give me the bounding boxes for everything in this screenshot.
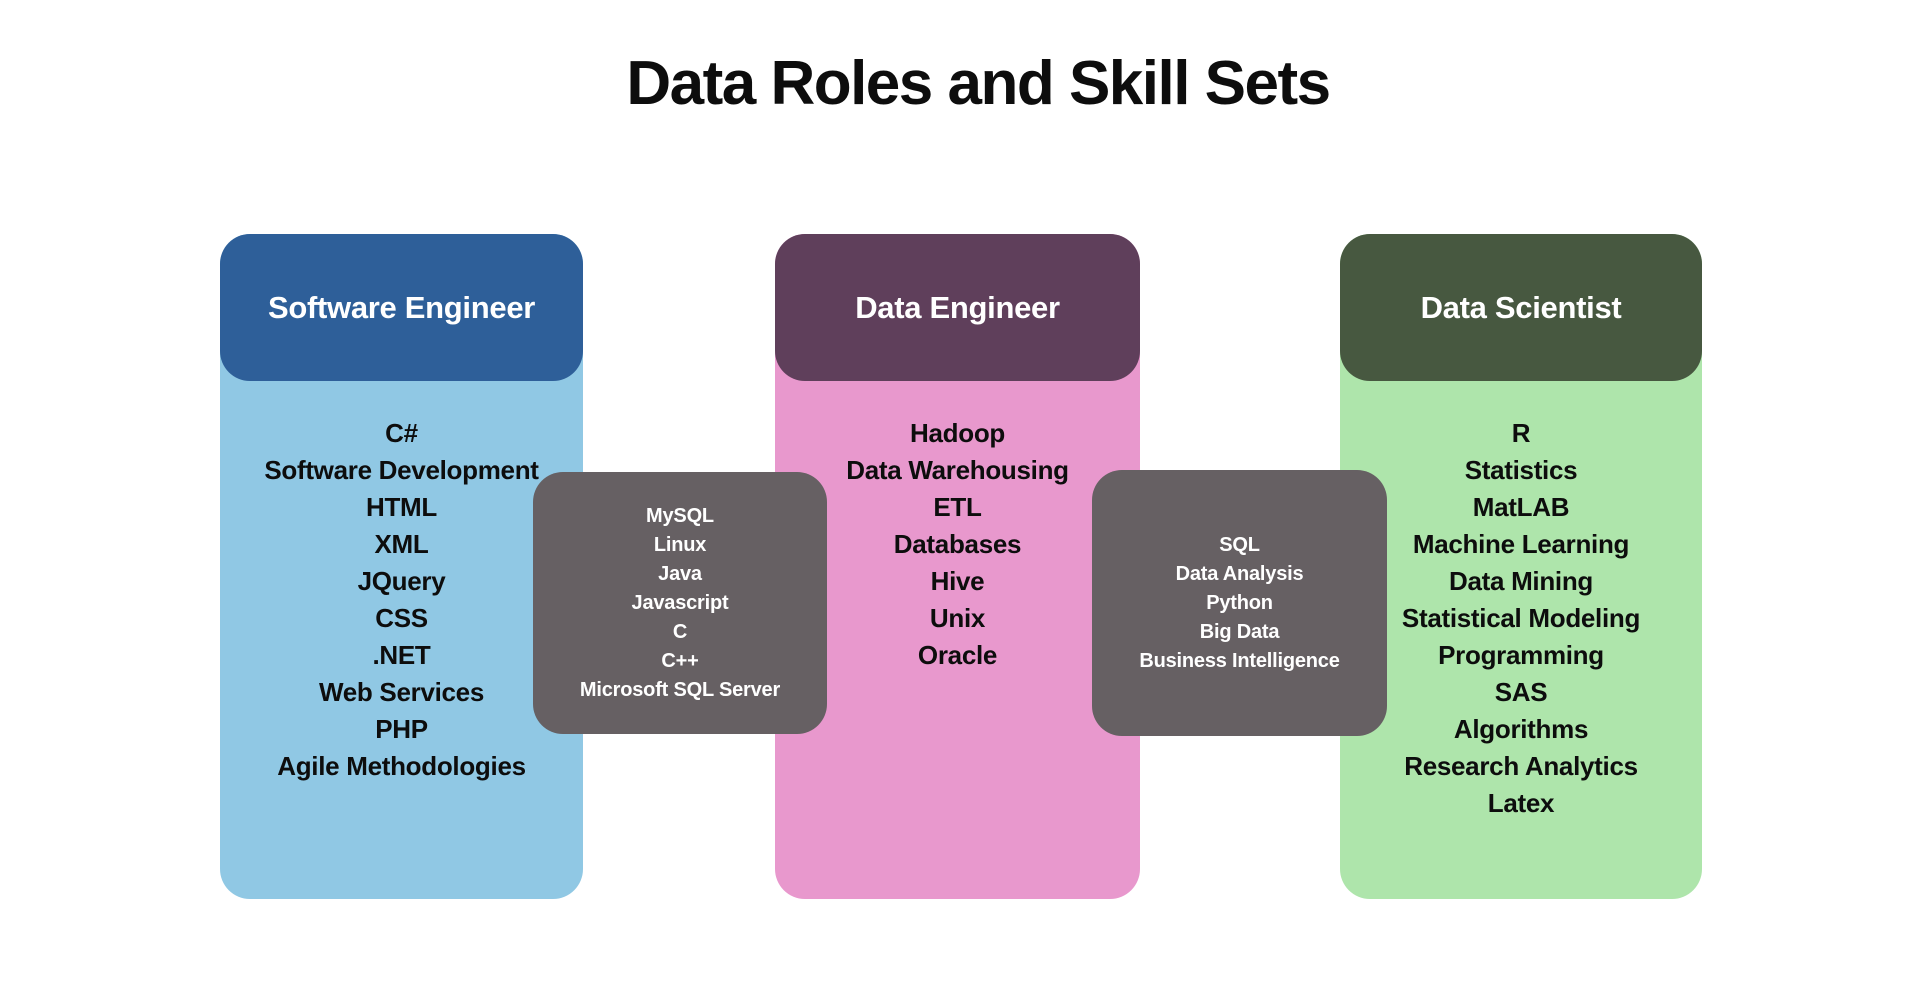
skill-item: Agile Methodologies <box>277 751 526 781</box>
skill-item: Algorithms <box>1453 714 1589 744</box>
skill-item: ETL <box>933 492 982 522</box>
skill-item: Javascript <box>631 591 729 614</box>
skill-item: SAS <box>1494 677 1548 707</box>
role-title: Data Scientist <box>1420 289 1622 325</box>
skill-item: Data Analysis <box>1175 562 1304 585</box>
skill-item: Business Intelligence <box>1139 649 1340 672</box>
skill-item: JQuery <box>357 566 446 596</box>
skill-item: CSS <box>375 603 428 633</box>
skill-item: Data Mining <box>1448 566 1594 596</box>
skill-item: Statistical Modeling <box>1401 603 1641 633</box>
skill-item: Software Development <box>264 455 539 485</box>
skill-item: C <box>672 620 688 643</box>
skill-item: C++ <box>661 649 699 672</box>
skill-item: Data Warehousing <box>846 455 1069 485</box>
skill-item: R <box>1511 418 1531 448</box>
role-header-software-engineer: Software Engineer <box>220 234 583 381</box>
skill-item: Research Analytics <box>1404 751 1638 781</box>
role-title: Software Engineer <box>267 289 536 325</box>
role-card-software-engineer: Software Engineer C# Software Development… <box>220 234 583 899</box>
role-title: Data Engineer <box>855 289 1060 325</box>
skill-item: Java <box>658 562 702 585</box>
skill-item: MySQL <box>646 504 714 527</box>
skill-item: Oracle <box>917 640 998 670</box>
skill-item: Programming <box>1438 640 1604 670</box>
skill-item: HTML <box>366 492 437 522</box>
skill-item: Python <box>1206 591 1273 614</box>
skill-item: Linux <box>653 533 707 556</box>
skill-item: Big Data <box>1199 620 1280 643</box>
skill-item: Latex <box>1487 788 1555 818</box>
skill-item: Hadoop <box>910 418 1005 448</box>
skill-item: XML <box>374 529 429 559</box>
page-title: Data Roles and Skill Sets <box>626 49 1331 118</box>
skill-item: MatLAB <box>1472 492 1570 522</box>
skill-item: SQL <box>1219 533 1260 556</box>
skill-item: Web Services <box>318 677 485 707</box>
skill-item: Unix <box>929 603 986 633</box>
skill-item: Statistics <box>1464 455 1578 485</box>
skill-item: Databases <box>893 529 1022 559</box>
role-header-data-scientist: Data Scientist <box>1340 234 1702 381</box>
skill-item: .NET <box>372 640 431 670</box>
skill-item: Hive <box>930 566 985 596</box>
skill-item: Machine Learning <box>1412 529 1630 559</box>
role-header-data-engineer: Data Engineer <box>775 234 1140 381</box>
skill-item: Microsoft SQL Server <box>579 678 781 701</box>
skill-item: C# <box>385 418 418 448</box>
skill-item: PHP <box>375 714 428 744</box>
